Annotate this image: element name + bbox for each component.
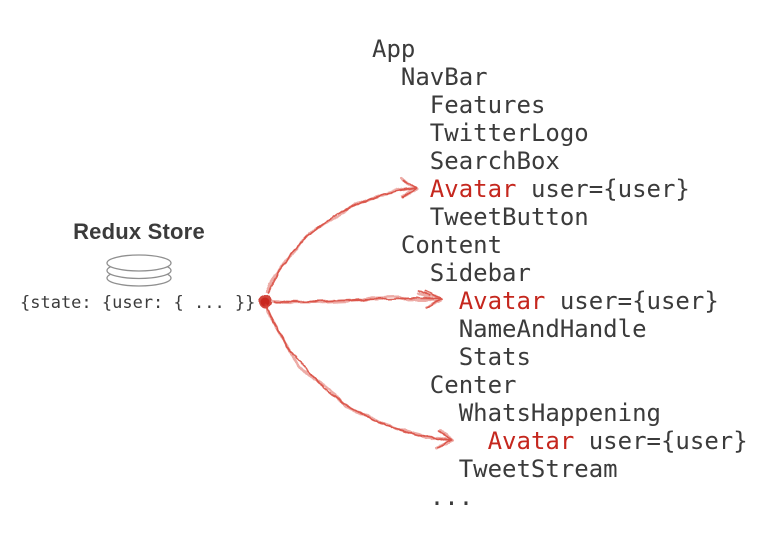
component-prop: user={user} xyxy=(588,427,748,455)
tree-line: Avatar user={user} xyxy=(372,175,748,203)
tree-line: TwitterLogo xyxy=(372,119,748,147)
tree-line: WhatsHappening xyxy=(372,399,748,427)
component-name: NavBar xyxy=(400,63,488,91)
component-name: Content xyxy=(400,231,503,259)
component-name: TwitterLogo xyxy=(429,119,589,147)
component-name: SearchBox xyxy=(429,147,560,175)
component-name: TweetStream xyxy=(458,455,618,483)
tree-line: Center xyxy=(372,371,748,399)
component-name: App xyxy=(372,35,416,63)
tree-line: Stats xyxy=(372,343,748,371)
component-name: Avatar xyxy=(458,287,546,315)
component-name: Sidebar xyxy=(429,259,531,287)
component-name: Stats xyxy=(458,343,531,371)
component-name: TweetButton xyxy=(429,203,589,231)
component-name: NameAndHandle xyxy=(458,315,647,343)
tree-line: Sidebar xyxy=(372,259,748,287)
redux-store-title: Redux Store xyxy=(73,219,205,244)
tree-line: TweetButton xyxy=(372,203,748,231)
tree-line: TweetStream xyxy=(372,455,748,483)
store-origin-dot xyxy=(258,295,272,309)
component-prop: user={user} xyxy=(559,287,719,315)
store-state-text: {state: {user: { ... }} xyxy=(20,293,256,313)
tree-line: NavBar xyxy=(372,63,748,91)
component-prop: user={user} xyxy=(530,175,690,203)
component-name: Avatar xyxy=(429,175,517,203)
tree-line: App xyxy=(372,35,748,63)
tree-line: SearchBox xyxy=(372,147,748,175)
redux-store-panel: Redux Store {state: {user: { ... }} xyxy=(20,219,258,313)
tree-line: Avatar user={user} xyxy=(372,287,748,315)
component-name: ... xyxy=(429,483,474,511)
tree-line: ... xyxy=(372,483,748,511)
tree-line: NameAndHandle xyxy=(372,315,748,343)
tree-line: Avatar user={user} xyxy=(372,427,748,455)
database-icon xyxy=(106,254,172,287)
component-name: WhatsHappening xyxy=(458,399,661,427)
component-name: Features xyxy=(429,91,546,119)
tree-line: Features xyxy=(372,91,748,119)
tree-line: Content xyxy=(372,231,748,259)
component-name: Center xyxy=(429,371,517,399)
component-name: Avatar xyxy=(487,427,575,455)
